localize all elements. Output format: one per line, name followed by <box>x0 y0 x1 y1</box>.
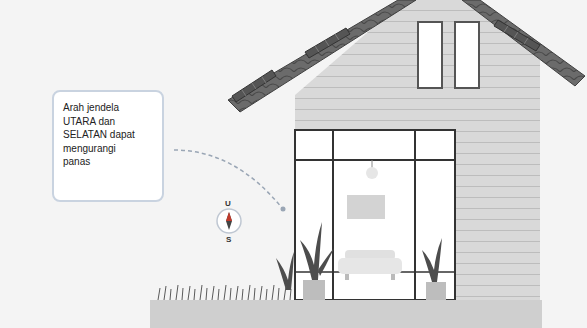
callout-box: Arah jendela UTARA dan SELATAN dapat men… <box>52 90 164 202</box>
compass-letter: S <box>226 236 231 244</box>
compass-letter: U <box>225 200 231 208</box>
callout-text: Arah jendela UTARA dan SELATAN dapat men… <box>63 101 141 169</box>
